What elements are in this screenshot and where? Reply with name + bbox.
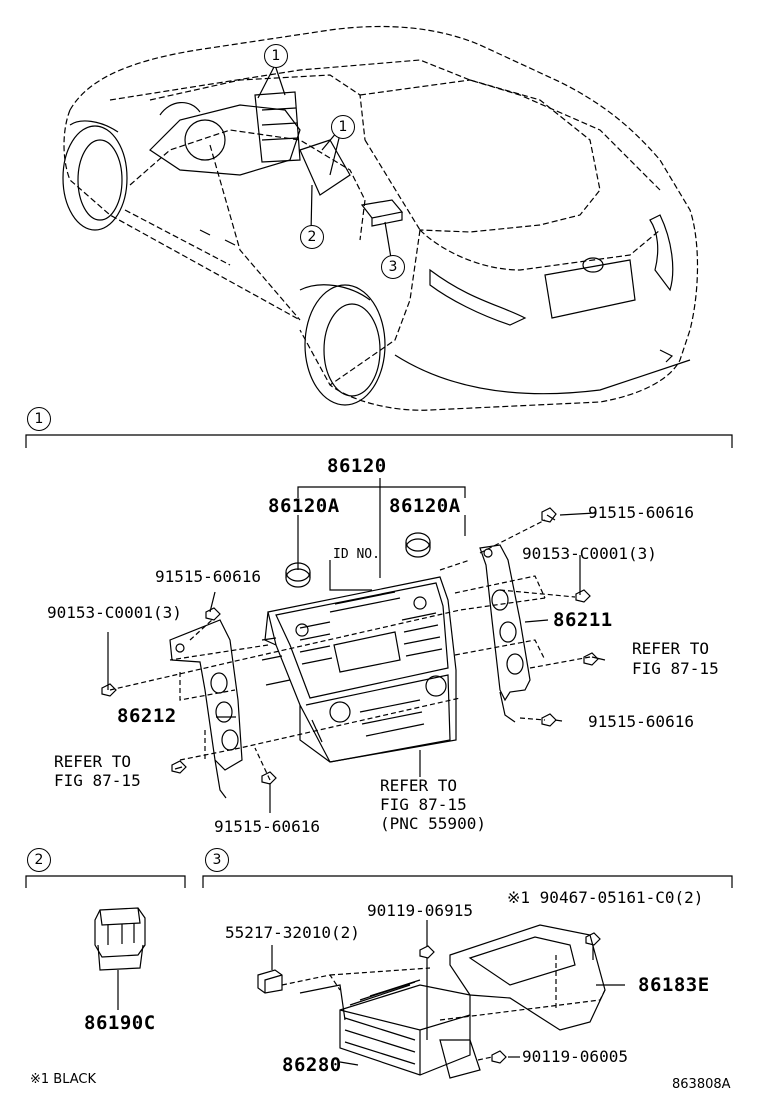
refer-left-line2: FIG 87-15	[54, 771, 141, 790]
screw-90119-06915-label: 90119-06915	[367, 901, 473, 920]
refer-center-line3: (PNC 55900)	[380, 814, 486, 833]
section3-dashed-leaders	[281, 955, 606, 1061]
bolt-90467-label: ※1 90467-05161-C0(2)	[507, 888, 704, 907]
clip-55217-label: 55217-32010(2)	[225, 923, 360, 942]
section2-frame	[25, 875, 186, 888]
right-bracket-lines	[479, 544, 531, 723]
nut-90153-right-label: 90153-C0001(3)	[522, 544, 657, 563]
callout-2: 2	[300, 225, 324, 249]
screw-91515-top-right-label: 91515-60616	[588, 503, 694, 522]
section-3-marker: 3	[205, 848, 229, 872]
section3-leaders	[271, 920, 520, 1058]
car-outline	[63, 25, 699, 411]
part-86183e-label: 86183E	[638, 974, 710, 996]
part-86120a-left-label: 86120A	[268, 495, 340, 517]
refer-center-line2: FIG 87-15	[380, 795, 467, 814]
footnote-black: ※1 BLACK	[30, 1072, 97, 1087]
section1-dashed-leaders	[109, 519, 591, 781]
part-86211-label: 86211	[553, 609, 613, 631]
radio-panel-lines	[261, 576, 457, 763]
part-86280-label: 86280	[282, 1054, 342, 1076]
car-solid-lines	[62, 64, 691, 406]
section3-frame	[202, 875, 733, 888]
section-2-marker: 2	[27, 848, 51, 872]
refer-right-line1: REFER TO	[632, 639, 710, 658]
screw-91515-left-top-label: 91515-60616	[155, 567, 261, 586]
screw-90119-06005-label: 90119-06005	[522, 1047, 628, 1066]
part-86212-label: 86212	[117, 705, 177, 727]
section3-lines	[257, 924, 625, 1079]
part-86120-label: 86120	[327, 455, 387, 477]
nut-90153-left-label: 90153-C0001(3)	[47, 603, 182, 622]
refer-right-line2: FIG 87-15	[632, 659, 719, 678]
switch-86190c	[94, 907, 146, 1010]
id-number-label: ID NO.	[333, 547, 380, 562]
part-86190c-label: 86190C	[84, 1012, 156, 1034]
refer-left-line1: REFER TO	[54, 752, 132, 771]
screw-91515-right-bottom-label: 91515-60616	[588, 712, 694, 731]
section-1-marker: 1	[27, 407, 51, 431]
section1-leaders	[107, 512, 606, 813]
figure-id: 863808A	[672, 1077, 731, 1092]
refer-center-line1: REFER TO	[380, 776, 458, 795]
section1-frame	[25, 434, 733, 448]
screw-91515-left-bottom-label: 91515-60616	[214, 817, 320, 836]
left-bracket-lines	[169, 619, 243, 799]
part-86120a-right-label: 86120A	[389, 495, 461, 517]
callout-1-mid: 1	[331, 115, 355, 139]
callout-1-top: 1	[264, 44, 288, 68]
callout-3: 3	[381, 255, 405, 279]
section1-fasteners	[101, 507, 599, 785]
